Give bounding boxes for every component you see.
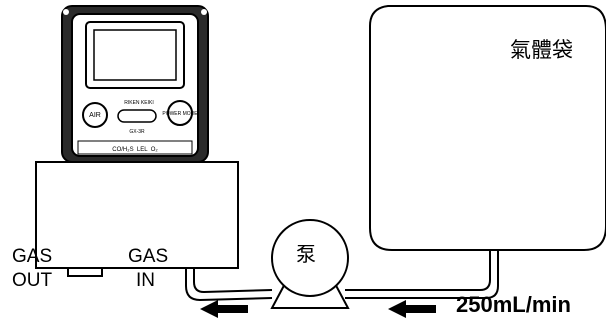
pump [270,219,350,309]
flow-rate-label: 250mL/min [456,292,571,317]
air-button [82,102,108,128]
air-button-label: AIR [89,112,101,119]
gas-out-label-line1: GAS [12,246,53,267]
detector-display [85,21,185,89]
flow-arrow-right-icon [388,300,436,318]
flow-arrow-left-icon [200,300,248,318]
sensor-labels: CO/H₂S LEL O₂ [112,147,158,153]
detector-base [35,161,239,269]
detector-brand: RIKEN KEIKI [124,100,153,106]
pump-label: 泵 [296,242,316,266]
gas-detector [61,5,209,163]
tube-pump-to-bag-inner [345,250,491,291]
power-mode-button [167,100,193,126]
gas-in-label-line1: GAS [128,246,169,267]
gas-bag-label: 氣體袋 [510,38,573,62]
gas-bag [369,5,606,251]
gas-out-port [67,267,103,277]
tube-pump-to-bag [345,250,499,299]
gas-out-label-line2: OUT [12,270,53,291]
detector-model: GX-3R [129,129,145,135]
gas-in-label-line2: IN [136,270,155,291]
tube-detector-to-pump-inner [193,268,273,294]
power-mode-button-label: POWER MODE [162,111,198,117]
tube-detector-to-pump [185,268,273,302]
